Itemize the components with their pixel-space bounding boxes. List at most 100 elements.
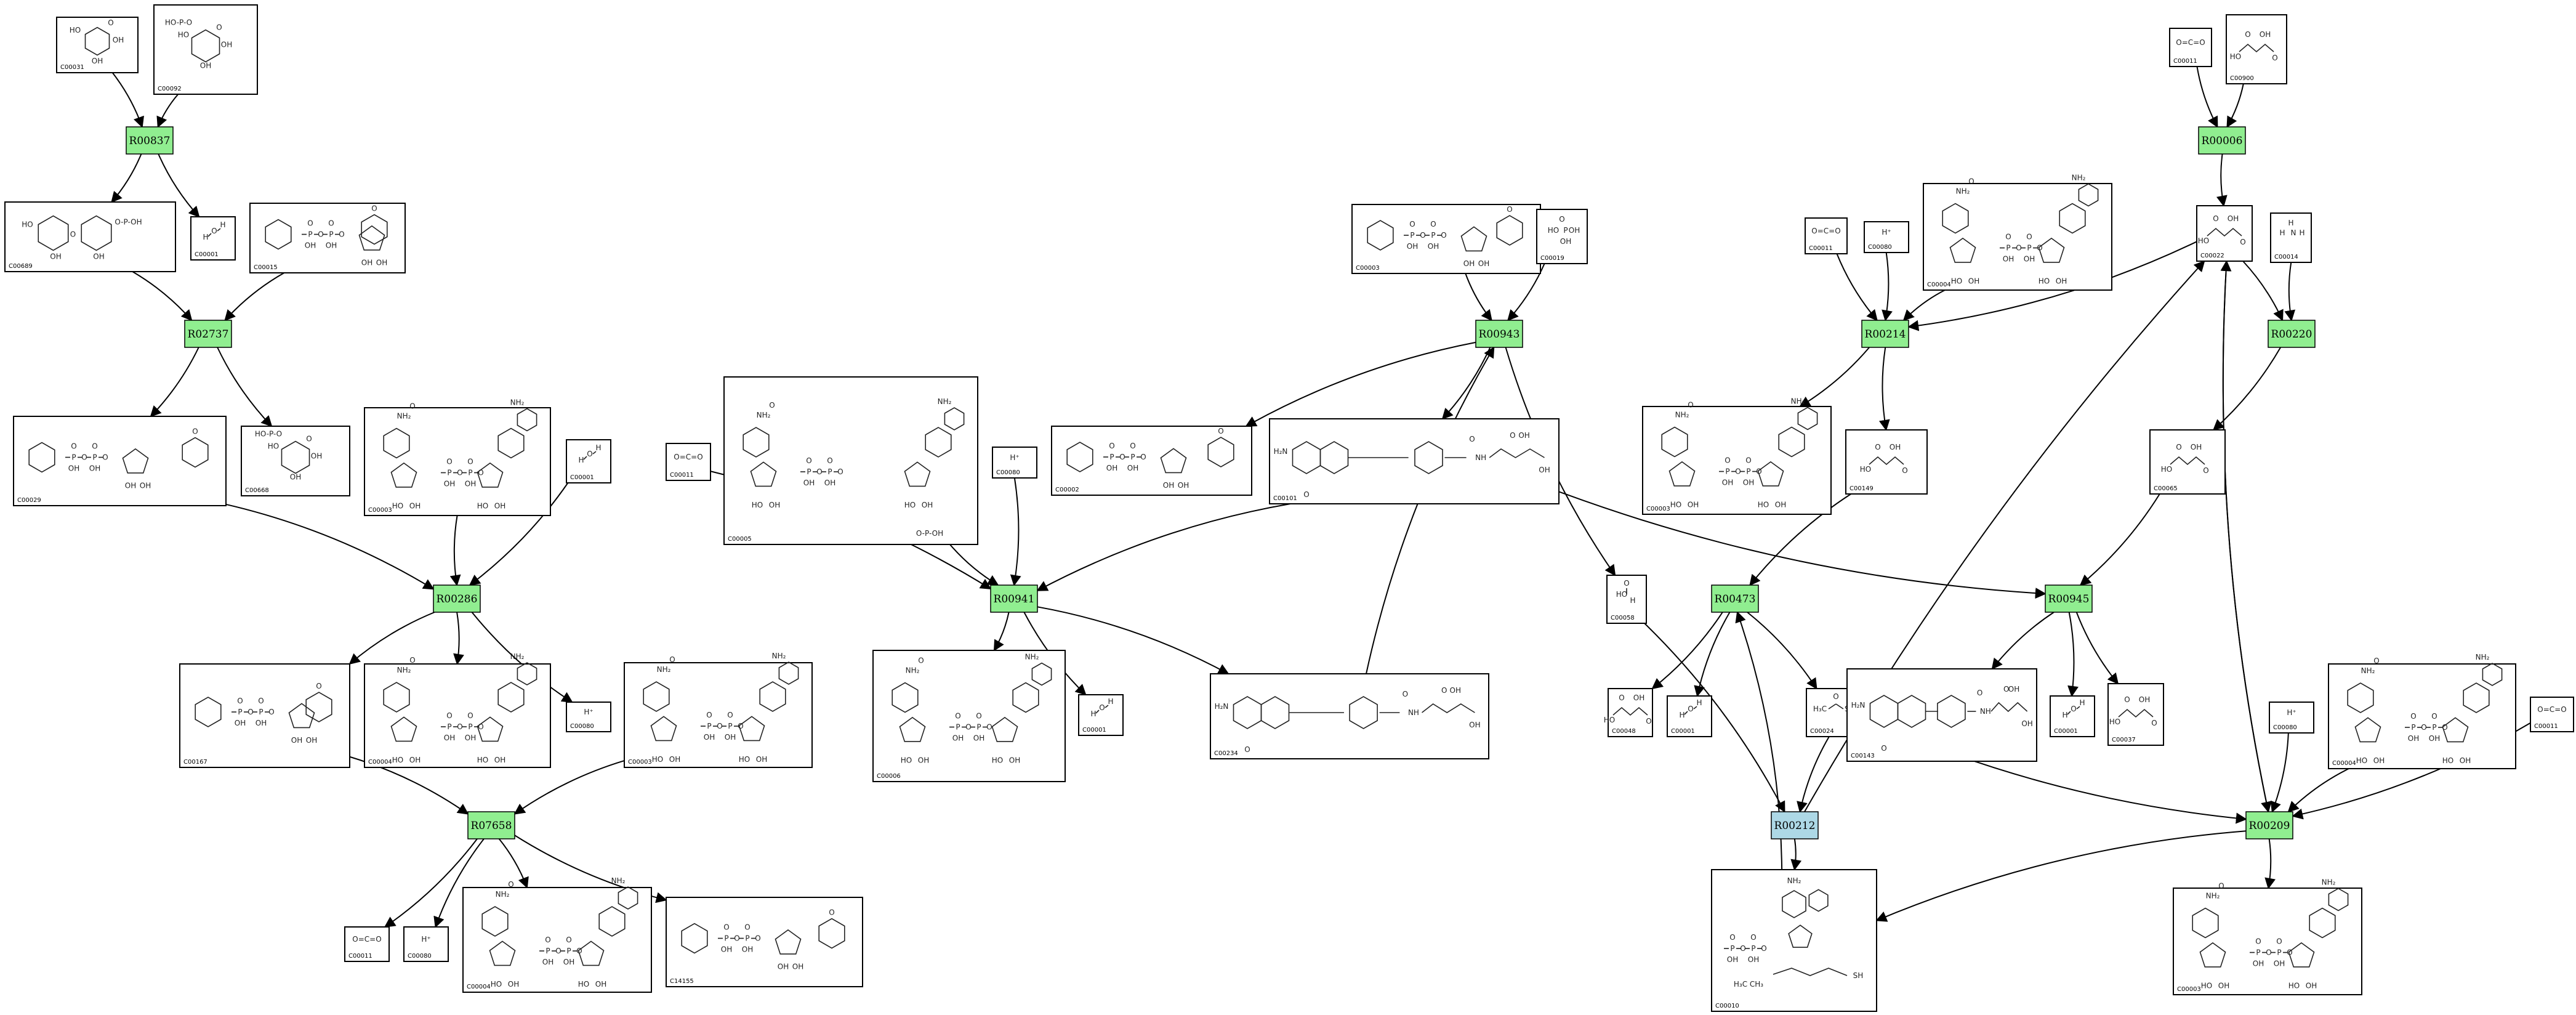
compound-c00080c-node[interactable]: H⁺C00080 bbox=[992, 447, 1037, 479]
structure-drawing: HOH bbox=[1090, 697, 1113, 718]
reaction-r00286-node[interactable]: R00286 bbox=[433, 584, 481, 613]
reaction-r02737-node[interactable]: R02737 bbox=[184, 320, 232, 348]
reaction-r00837-node[interactable]: R00837 bbox=[126, 126, 174, 155]
compound-label: C00011 bbox=[1809, 245, 1833, 252]
svg-text:O: O bbox=[2005, 233, 2011, 241]
svg-text:H⁺: H⁺ bbox=[1882, 228, 1891, 237]
reaction-label: R07658 bbox=[471, 820, 512, 832]
reaction-r00220-node[interactable]: R00220 bbox=[2268, 320, 2316, 348]
reaction-r07658-node[interactable]: R07658 bbox=[467, 811, 515, 839]
svg-text:OH: OH bbox=[756, 755, 767, 764]
structure-drawing: O=C=O bbox=[2537, 705, 2566, 714]
svg-text:OH: OH bbox=[2253, 960, 2264, 968]
svg-text:O: O bbox=[446, 458, 452, 466]
compound-label: C00003 bbox=[2177, 986, 2201, 993]
svg-text:OH: OH bbox=[769, 501, 780, 509]
edge-R00220-to-c00065 bbox=[2212, 347, 2281, 431]
svg-text:OH: OH bbox=[1968, 277, 1979, 286]
reaction-r00941-node[interactable]: R00941 bbox=[990, 584, 1038, 613]
svg-text:P: P bbox=[1563, 226, 1568, 235]
compound-c00080d-node[interactable]: H⁺C00080 bbox=[1864, 221, 1909, 253]
svg-text:O: O bbox=[2431, 712, 2437, 721]
reaction-r00473-node[interactable]: R00473 bbox=[1711, 584, 1759, 613]
svg-text:P: P bbox=[1730, 944, 1734, 953]
compound-label: C00004 bbox=[467, 984, 491, 990]
svg-text:O: O bbox=[478, 469, 483, 477]
svg-text:O: O bbox=[545, 936, 550, 944]
reaction-r00943-node[interactable]: R00943 bbox=[1475, 320, 1523, 348]
reaction-r00006-node[interactable]: R00006 bbox=[2198, 126, 2246, 155]
reaction-r00945-node[interactable]: R00945 bbox=[2045, 584, 2093, 613]
svg-text:O: O bbox=[102, 453, 108, 462]
svg-text:OH: OH bbox=[1407, 242, 1418, 251]
compound-c00080b-node[interactable]: H⁺C00080 bbox=[403, 926, 449, 962]
compound-c00080a-node[interactable]: H⁺C00080 bbox=[566, 702, 611, 732]
svg-text:O: O bbox=[1403, 690, 1408, 698]
edge-c00011d-to-R00006 bbox=[2196, 66, 2218, 128]
svg-text:O=C=O: O=C=O bbox=[2176, 38, 2205, 47]
compound-label: C14155 bbox=[670, 978, 694, 985]
svg-text:OH: OH bbox=[113, 36, 124, 44]
svg-text:O: O bbox=[2276, 937, 2282, 946]
reaction-r00214-node[interactable]: R00214 bbox=[1861, 320, 1909, 348]
compound-label: C00003 bbox=[628, 759, 652, 766]
svg-text:HO: HO bbox=[1604, 716, 1615, 724]
reaction-r00209-node[interactable]: R00209 bbox=[2245, 811, 2293, 839]
reaction-box bbox=[2268, 320, 2316, 348]
svg-text:O: O bbox=[316, 682, 321, 690]
svg-text:OH: OH bbox=[1469, 721, 1480, 729]
svg-text:OH: OH bbox=[918, 756, 929, 765]
svg-text:OH: OH bbox=[778, 963, 789, 971]
compound-c00080e-node[interactable]: H⁺C00080 bbox=[2269, 702, 2314, 734]
reaction-r00212-node[interactable]: R00212 bbox=[1771, 811, 1819, 839]
svg-text:O: O bbox=[587, 450, 592, 458]
